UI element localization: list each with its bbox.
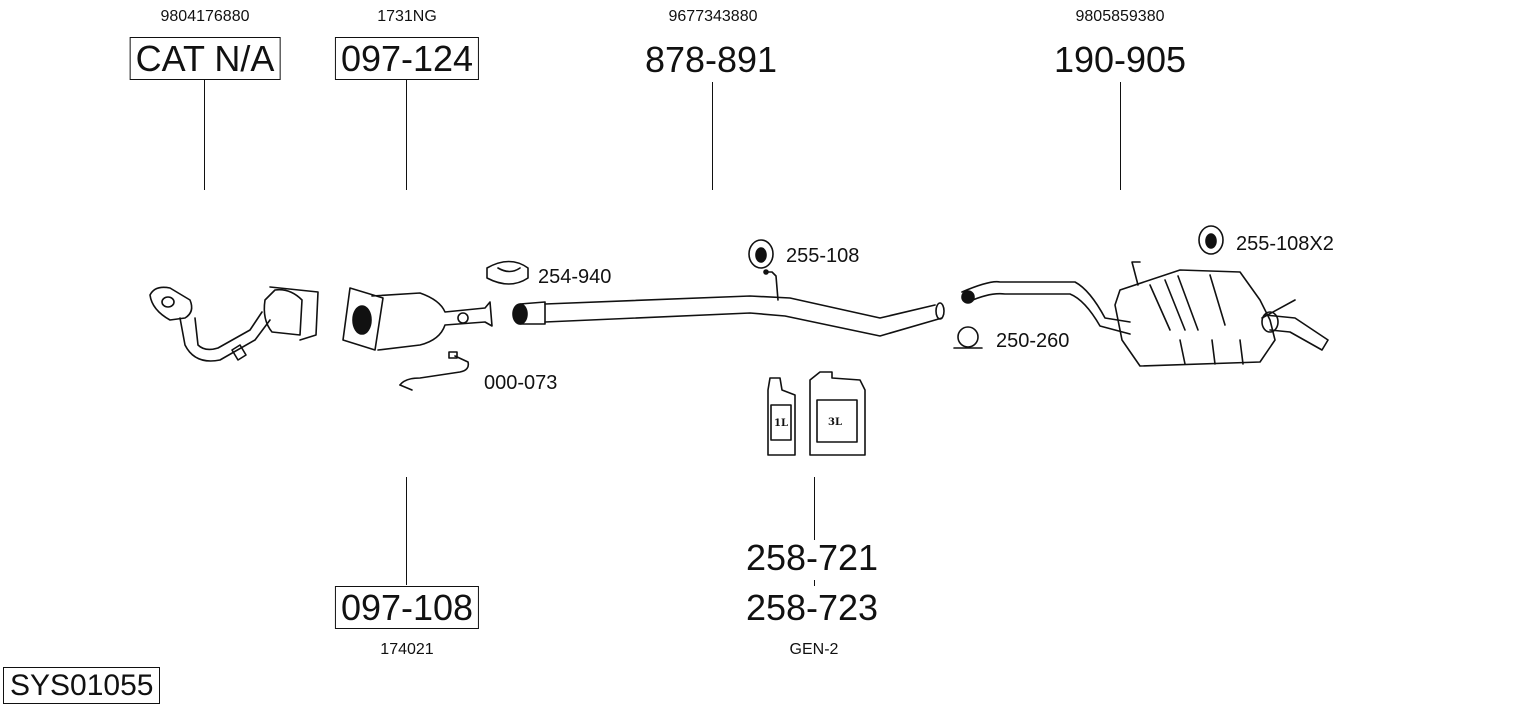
oe-number-1: 9804176880 bbox=[160, 8, 250, 25]
leader-line bbox=[1120, 82, 1121, 190]
part-number-097-124[interactable]: 097-124 bbox=[334, 37, 480, 80]
container-3l-label: 3L bbox=[828, 417, 842, 428]
accessory-clamp-flange[interactable]: 254-940 bbox=[538, 266, 612, 288]
oe-number-3: 9677343880 bbox=[668, 8, 758, 25]
system-id: SYS01055 bbox=[3, 667, 161, 704]
accessory-lambda-sensor[interactable]: 000-073 bbox=[484, 372, 558, 394]
part-number-258-723[interactable]: 258-723 bbox=[745, 587, 879, 628]
rubber-mount-x2-drawing bbox=[1198, 225, 1224, 255]
leader-line bbox=[814, 477, 815, 540]
rear-silencer-drawing bbox=[961, 261, 1329, 367]
part-number-190-905[interactable]: 190-905 bbox=[1053, 39, 1187, 80]
leader-line bbox=[204, 80, 205, 190]
part-number-258-721[interactable]: 258-721 bbox=[745, 537, 879, 578]
oe-number-4: 9805859380 bbox=[1075, 8, 1165, 25]
oe-number-2: 1731NG bbox=[377, 8, 437, 25]
accessory-rubber-mount[interactable]: 255-108 bbox=[786, 245, 860, 267]
leader-line bbox=[406, 80, 407, 190]
accessory-clamp[interactable]: 250-260 bbox=[996, 330, 1070, 352]
lambda-sensor-drawing bbox=[399, 351, 470, 391]
container-1l-label: 1L bbox=[774, 418, 788, 429]
assembly-paste-containers-drawing bbox=[767, 371, 866, 456]
catalytic-converter-front-drawing bbox=[149, 286, 319, 362]
oe-number-174021: 174021 bbox=[380, 641, 434, 658]
oe-number-gen-2: GEN-2 bbox=[789, 641, 839, 658]
part-number-878-891[interactable]: 878-891 bbox=[644, 39, 778, 80]
accessory-rubber-mount-x2[interactable]: 255-108X2 bbox=[1236, 233, 1334, 255]
part-number-cat[interactable]: CAT N/A bbox=[129, 37, 281, 80]
clamp-flange-drawing bbox=[486, 260, 529, 285]
catalytic-converter-drawing bbox=[342, 287, 493, 351]
leader-line bbox=[406, 477, 407, 585]
middle-pipe-drawing bbox=[512, 269, 945, 337]
leader-line bbox=[814, 580, 815, 586]
clamp-drawing bbox=[953, 326, 983, 349]
part-number-097-108[interactable]: 097-108 bbox=[334, 586, 480, 629]
leader-line bbox=[712, 82, 713, 190]
rubber-mount-drawing bbox=[748, 239, 774, 269]
